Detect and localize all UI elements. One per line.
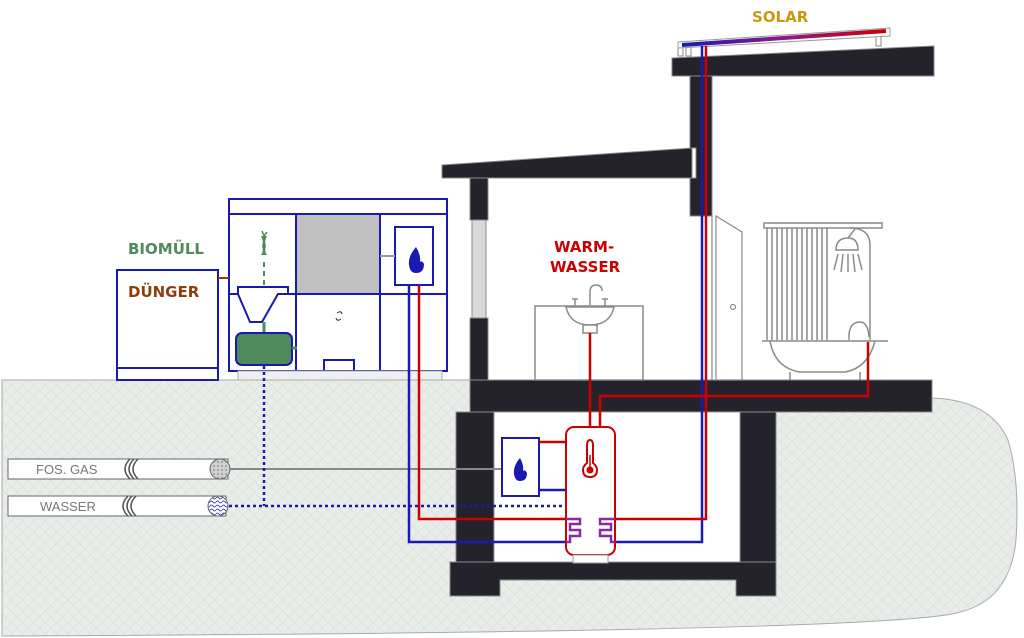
label-warmwasser-line1: WARM- xyxy=(554,238,614,256)
label-fos-gas: FOS. GAS xyxy=(36,462,98,477)
storage-chamber xyxy=(297,215,379,293)
hopper xyxy=(237,286,289,323)
biogas-hot-pipe xyxy=(417,285,566,521)
label-warmwasser-line2: WASSER xyxy=(550,258,621,276)
window xyxy=(471,219,487,319)
heat-exchanger-right xyxy=(598,517,615,544)
left-wall-upper xyxy=(469,177,489,221)
label-biomuell: BIOMÜLL xyxy=(128,239,204,258)
biogas-base xyxy=(237,370,443,381)
shower-icon xyxy=(833,228,863,273)
label-duenger: DÜNGER xyxy=(128,282,200,301)
lower-roof xyxy=(441,147,693,179)
bath-hot-pipe xyxy=(598,342,870,428)
solar-cold-pipe xyxy=(612,46,704,544)
stir-icon xyxy=(335,311,343,321)
water-supply-pipe: WASSER xyxy=(7,495,229,517)
fertilizer-container xyxy=(116,269,219,381)
thermometer-icon xyxy=(581,438,599,479)
door xyxy=(711,214,743,381)
gas-supply-pipe: FOS. GAS xyxy=(7,458,231,480)
flame-icon xyxy=(408,247,424,273)
biogas-cold-pipe xyxy=(407,285,566,544)
basement-floor xyxy=(449,561,777,597)
upper-roof xyxy=(671,45,935,77)
solar-hot-pipe xyxy=(612,46,708,521)
label-wasser: WASSER xyxy=(40,499,96,514)
left-wall-lower xyxy=(469,317,489,383)
apple-core-icon xyxy=(261,230,268,255)
label-solar: SOLAR xyxy=(752,8,809,26)
solar-panel xyxy=(677,27,891,57)
heat-exchanger-left xyxy=(566,517,582,544)
flame-icon xyxy=(513,458,527,481)
digester-tank xyxy=(235,332,293,366)
